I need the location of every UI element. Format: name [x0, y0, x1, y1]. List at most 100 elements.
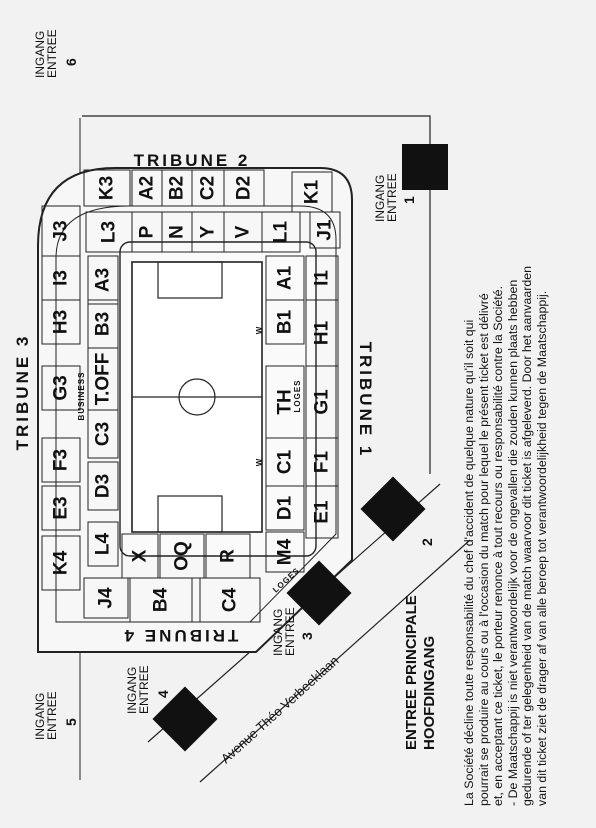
section-label: M4 — [275, 538, 296, 565]
section-label: B4 — [151, 587, 172, 612]
disclaimer-line-1: La Société décline toute responsabilité … — [462, 319, 476, 806]
section-label: A1 — [275, 265, 296, 290]
section-label: X — [130, 549, 151, 562]
section-m4: M4 — [265, 531, 305, 573]
disclaimer-line-6: van dit ticket ziet de drager af van all… — [534, 290, 549, 806]
section-label: D2 — [234, 176, 255, 200]
tribune-3-label: TRIBUNE 3 — [13, 334, 32, 451]
section-g3: G3 — [41, 365, 81, 411]
gate-6-number: 6 — [63, 58, 79, 66]
gate-4-number: 4 — [155, 690, 171, 698]
disclaimer-line-3: et, en acceptant ce ticket, le porteur r… — [491, 285, 506, 806]
section-j4: J4 — [83, 577, 129, 619]
gate-3-entree: ENTREE — [283, 607, 297, 656]
section-label: C1 — [275, 449, 296, 474]
section-label: D3 — [93, 474, 114, 498]
section-label: B3 — [93, 312, 114, 336]
w-label-1: W — [255, 326, 264, 335]
section-label: TH — [275, 389, 296, 414]
loges-label-tribune1: LOGES — [293, 379, 302, 412]
tribune-2-label: TRIBUNE 2 — [134, 151, 251, 170]
business-label: BUSINESS — [77, 372, 86, 421]
section-e1: E1 — [305, 485, 339, 539]
boundary-line — [82, 115, 431, 474]
section-label: K4 — [51, 550, 72, 575]
gate-2-number: 2 — [419, 538, 435, 546]
gate-5-ingang: INGANG — [33, 693, 47, 740]
section-j1: J1 — [309, 211, 341, 249]
gate-labels: INGANG ENTREE 6 INGANG ENTREE 1 2 INGANG… — [33, 29, 435, 740]
section-label: L4 — [93, 532, 114, 555]
section-e3: E3 — [41, 485, 81, 531]
section-k3: K3 — [83, 169, 131, 207]
section-label: F3 — [51, 449, 72, 471]
section-label: E1 — [312, 500, 333, 524]
gate-2-marker — [360, 476, 426, 542]
section-label: H1 — [312, 320, 333, 345]
gate-1-marker — [402, 144, 448, 190]
section-b4: B4 — [129, 577, 193, 623]
section-l4: L4 — [87, 521, 119, 567]
section-c3: C3 — [87, 409, 119, 459]
section-label: OQ — [172, 541, 193, 571]
section-label: E3 — [51, 496, 72, 519]
gate-3-number: 3 — [299, 632, 315, 640]
section-a3: A3 — [87, 255, 119, 305]
section-label: F1 — [312, 450, 333, 473]
section-label: K3 — [97, 176, 118, 200]
section-label: B2 — [167, 176, 188, 200]
gate-3-ingang: INGANG — [271, 609, 285, 656]
section-label: L1 — [271, 220, 292, 243]
section-label: A2 — [137, 176, 158, 200]
w-label-2: W — [255, 458, 264, 467]
gate-4-ingang: INGANG — [125, 667, 139, 714]
section-label: R — [218, 549, 239, 563]
section-label: G3 — [51, 375, 72, 400]
gate-4-entree: ENTREE — [137, 665, 151, 714]
tribune-4-label: TRIBUNE 4 — [122, 626, 239, 645]
section-label: A3 — [93, 268, 114, 292]
gate-1-entree: ENTREE — [385, 173, 399, 222]
gate-5-entree: ENTREE — [45, 691, 59, 740]
avenue-line-lower — [199, 539, 471, 783]
section-label: B1 — [275, 309, 296, 334]
section-f3: F3 — [41, 437, 81, 483]
section-label: N — [167, 225, 188, 239]
gate-4-marker — [152, 686, 218, 752]
gate-1-number: 1 — [401, 196, 417, 204]
gate-6-entree: ENTREE — [45, 29, 59, 78]
section-l1: L1 — [261, 211, 301, 253]
section-label: I3 — [51, 270, 72, 286]
football-pitch — [131, 261, 263, 533]
disclaimer-line-5: gedurende of ter gelegenheid van de matc… — [520, 265, 535, 806]
section-d1: D1 — [265, 485, 305, 531]
section-h3: H3 — [41, 299, 81, 345]
section-label: K1 — [302, 179, 323, 204]
section-b1: B1 — [265, 299, 305, 345]
section-label: C4 — [220, 587, 241, 612]
section-label: J1 — [315, 219, 336, 241]
disclaimer-line-4: - De Maatschappij is niet verantwoordeli… — [505, 279, 520, 806]
section-label: J4 — [96, 587, 117, 609]
section-label: T.OFF — [93, 353, 114, 406]
gate-1-ingang: INGANG — [373, 175, 387, 222]
section-label: G1 — [312, 389, 333, 415]
gate-3-marker — [286, 560, 352, 626]
gate-5-number: 5 — [63, 718, 79, 726]
section-c4: C4 — [199, 577, 261, 623]
disclaimer-line-2: pourrait se produire au cours ou à l'occ… — [476, 293, 491, 806]
gate-6-ingang: INGANG — [33, 31, 47, 78]
section-label: P — [137, 225, 158, 238]
section-k4: K4 — [41, 535, 81, 591]
section-label: J3 — [51, 220, 72, 241]
section-label: C3 — [93, 422, 114, 446]
section-label: Y — [198, 225, 219, 238]
section-label: I1 — [312, 270, 333, 286]
section-d3: D3 — [87, 461, 119, 511]
section-label: C2 — [198, 176, 219, 200]
avenue-name: Avenue Théo Verbeeklaan — [218, 653, 342, 766]
main-entrance-fr: ENTREE PRINCIPALE — [403, 595, 420, 750]
